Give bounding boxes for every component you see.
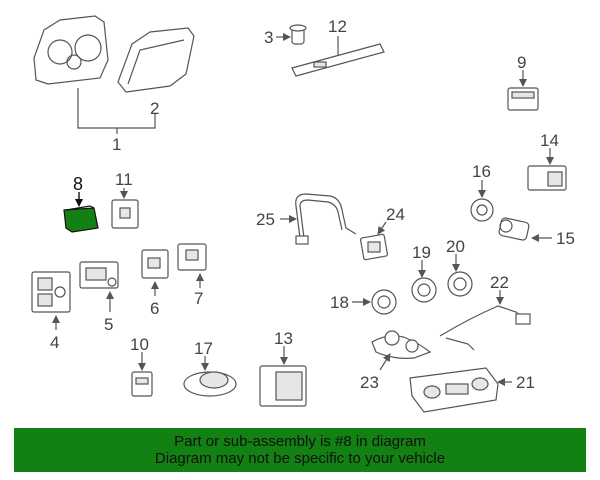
part-13-module	[259, 365, 307, 407]
callout-9: 9	[517, 53, 526, 72]
callout-21: 21	[516, 373, 535, 392]
callout-5: 5	[104, 315, 113, 334]
part-2-cluster-lens	[117, 27, 195, 93]
callout-13: 13	[274, 329, 293, 348]
callout-11: 11	[115, 170, 133, 189]
part-7-switch	[177, 243, 207, 271]
part-15-socket	[498, 217, 530, 241]
part-6-switch	[141, 249, 169, 279]
part-17-start-button	[183, 371, 237, 397]
part-16-knob	[470, 198, 494, 222]
callout-3: 3	[264, 28, 273, 47]
callout-4: 4	[50, 333, 59, 352]
callout-2: 2	[150, 99, 159, 118]
part-3-knob	[289, 24, 307, 45]
part-21-climate-control-panel	[409, 367, 499, 413]
callout-17: 17	[194, 339, 213, 358]
callout-8-highlighted: 8	[73, 174, 83, 194]
part-14-switch	[527, 165, 567, 191]
banner-line-1: Part or sub-assembly is #8 in diagram	[174, 433, 426, 450]
part-1-instrument-cluster	[33, 15, 109, 85]
callout-19: 19	[412, 243, 431, 262]
part-5-switch	[79, 261, 119, 289]
callout-6: 6	[150, 299, 159, 318]
callout-24: 24	[386, 205, 405, 224]
callout-18: 18	[330, 293, 349, 312]
callout-22: 22	[490, 273, 509, 292]
part-24-switch	[359, 233, 389, 261]
callout-23: 23	[360, 373, 379, 392]
callout-12: 12	[328, 17, 347, 36]
callout-7: 7	[194, 289, 203, 308]
callout-1: 1	[112, 135, 121, 154]
part-10-switch	[131, 371, 153, 397]
part-22-wire-harness	[439, 305, 531, 351]
banner-line-2: Diagram may not be specific to your vehi…	[154, 450, 446, 467]
callout-10: 10	[130, 335, 149, 354]
part-18-knob	[371, 289, 397, 315]
callout-16: 16	[472, 162, 491, 181]
callout-14: 14	[540, 131, 559, 150]
part-11-switch	[111, 199, 139, 229]
info-banner: Part or sub-assembly is #8 in diagram Di…	[14, 428, 586, 472]
callout-15: 15	[556, 229, 575, 248]
part-23-wire-harness	[371, 330, 432, 359]
part-4-switch-panel	[31, 271, 71, 313]
callout-25: 25	[256, 210, 275, 229]
part-12-switch-bar	[291, 43, 385, 77]
part-25-cable	[295, 193, 357, 245]
part-20-knob	[447, 271, 473, 297]
callout-20: 20	[446, 237, 465, 256]
part-8-highlighted-switch	[63, 205, 99, 233]
part-9-switch	[507, 87, 539, 111]
part-19-knob	[411, 277, 437, 303]
